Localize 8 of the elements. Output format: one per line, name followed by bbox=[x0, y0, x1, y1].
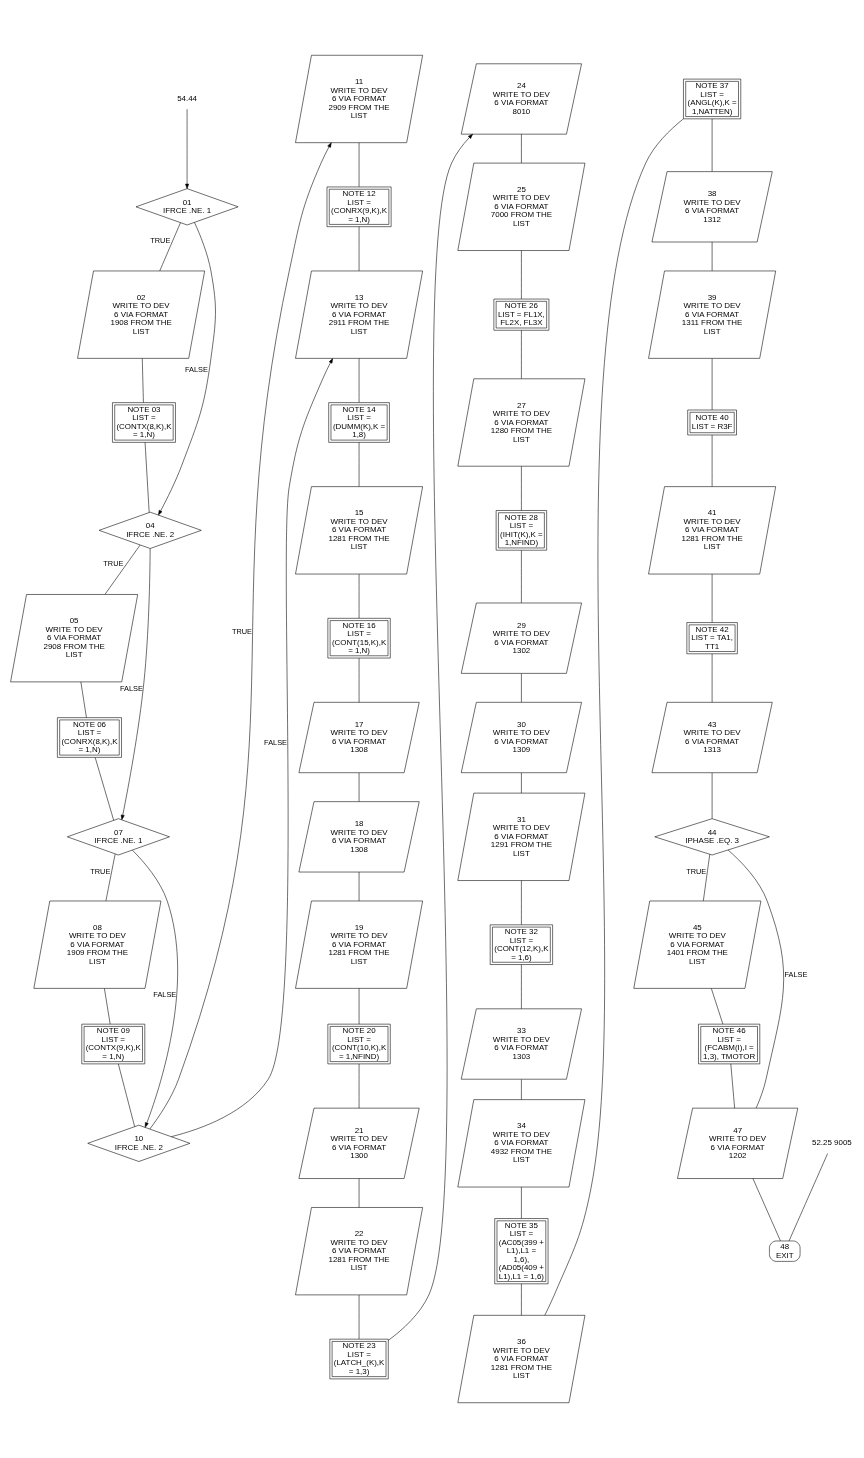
arrow bbox=[120, 548, 151, 820]
arrow bbox=[185, 108, 189, 189]
arrow bbox=[171, 358, 333, 1137]
arrow bbox=[149, 142, 332, 1130]
arrow bbox=[388, 133, 473, 1341]
connector bbox=[118, 1063, 135, 1127]
arrow bbox=[158, 222, 216, 516]
arrow bbox=[132, 849, 178, 1128]
